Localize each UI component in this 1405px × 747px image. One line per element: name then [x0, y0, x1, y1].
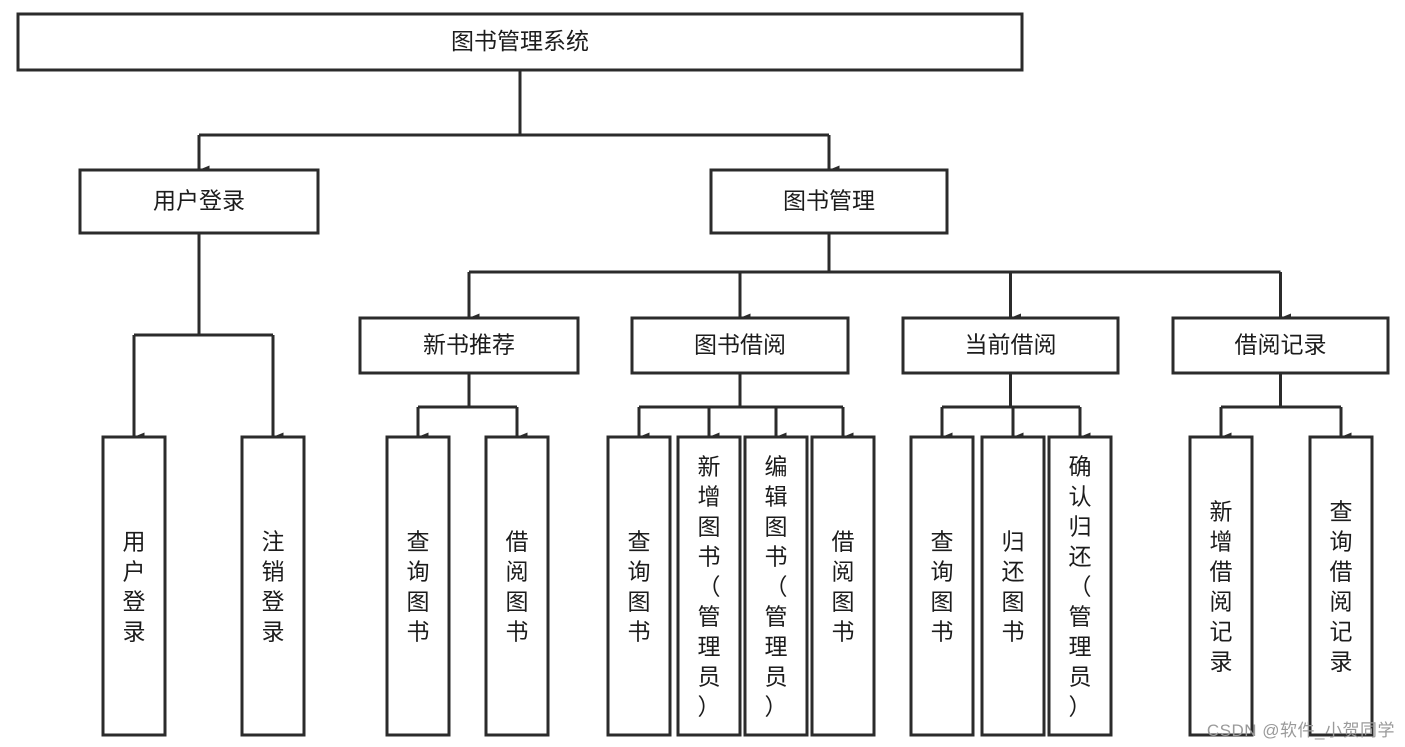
node-label-edit-book-admin: 编辑图书（管理员）: [765, 453, 788, 719]
node-box-query-book-3[interactable]: [909, 435, 975, 737]
node-box-query-book-2[interactable]: [606, 435, 672, 737]
node-label-add-book-admin: 新增图书（管理员）: [698, 453, 721, 719]
node-box-query-book-1[interactable]: [385, 435, 451, 737]
node-label-confirm-return-admin: 确认归还（管理员）: [1069, 453, 1092, 719]
node-user-login-do[interactable]: 用户登录: [101, 435, 167, 737]
node-add-borrow-record[interactable]: 新增借阅记录: [1188, 435, 1254, 737]
node-box-current-borrow[interactable]: [901, 316, 1120, 375]
node-confirm-return-admin[interactable]: 确认归还（管理员）: [1047, 435, 1113, 737]
node-label-new-book-rec: 新书推荐: [423, 332, 515, 358]
node-label-add-borrow-record: 新增借阅记录: [1210, 498, 1233, 674]
node-borrow-book-1[interactable]: 借阅图书: [484, 435, 550, 737]
node-new-book-rec[interactable]: 新书推荐: [358, 316, 580, 375]
node-layer: 图书管理系统用户登录用户登录注销登录图书管理新书推荐查询图书借阅图书图书借阅查询…: [16, 12, 1390, 737]
node-label-query-book-2: 查询图书: [628, 528, 651, 644]
node-box-borrow-record[interactable]: [1171, 316, 1390, 375]
node-label-root: 图书管理系统: [451, 28, 589, 54]
node-box-confirm-return-admin[interactable]: [1047, 435, 1113, 737]
node-box-edit-book-admin[interactable]: [743, 435, 809, 737]
node-label-user-logout: 注销登录: [262, 528, 285, 644]
node-box-borrow-book-2[interactable]: [810, 435, 876, 737]
node-box-borrow-book-1[interactable]: [484, 435, 550, 737]
node-box-add-borrow-record[interactable]: [1188, 435, 1254, 737]
node-query-borrow-record[interactable]: 查询借阅记录: [1308, 435, 1374, 737]
node-label-borrow-record: 借阅记录: [1235, 332, 1327, 358]
node-edit-book-admin[interactable]: 编辑图书（管理员）: [743, 435, 809, 737]
node-box-book-manage[interactable]: [709, 168, 949, 235]
node-box-new-book-rec[interactable]: [358, 316, 580, 375]
node-box-return-book[interactable]: [980, 435, 1046, 737]
node-label-borrow-book-1: 借阅图书: [506, 528, 529, 644]
node-book-borrow[interactable]: 图书借阅: [630, 316, 850, 375]
node-root[interactable]: 图书管理系统: [16, 12, 1024, 72]
node-box-user-login[interactable]: [78, 168, 320, 235]
node-box-query-borrow-record[interactable]: [1308, 435, 1374, 737]
node-label-book-borrow: 图书借阅: [694, 332, 786, 358]
node-label-user-login-do: 用户登录: [123, 528, 146, 644]
node-user-logout[interactable]: 注销登录: [240, 435, 306, 737]
node-label-query-borrow-record: 查询借阅记录: [1330, 498, 1353, 674]
node-label-book-manage: 图书管理: [783, 188, 875, 214]
watermark-text: CSDN @软件_小贺同学: [1206, 721, 1395, 740]
node-label-current-borrow: 当前借阅: [965, 332, 1057, 358]
node-label-query-book-3: 查询图书: [931, 528, 954, 644]
node-box-user-logout[interactable]: [240, 435, 306, 737]
node-borrow-record[interactable]: 借阅记录: [1171, 316, 1390, 375]
node-label-user-login: 用户登录: [153, 188, 245, 214]
node-query-book-3[interactable]: 查询图书: [909, 435, 975, 737]
node-label-return-book: 归还图书: [1002, 528, 1025, 644]
node-box-book-borrow[interactable]: [630, 316, 850, 375]
node-book-manage[interactable]: 图书管理: [709, 168, 949, 235]
node-add-book-admin[interactable]: 新增图书（管理员）: [676, 435, 742, 737]
node-user-login[interactable]: 用户登录: [78, 168, 320, 235]
connector-layer: [132, 70, 1352, 442]
node-query-book-2[interactable]: 查询图书: [606, 435, 672, 737]
node-box-add-book-admin[interactable]: [676, 435, 742, 737]
node-query-book-1[interactable]: 查询图书: [385, 435, 451, 737]
node-box-root[interactable]: [16, 12, 1024, 72]
node-current-borrow[interactable]: 当前借阅: [901, 316, 1120, 375]
node-return-book[interactable]: 归还图书: [980, 435, 1046, 737]
node-borrow-book-2[interactable]: 借阅图书: [810, 435, 876, 737]
node-label-query-book-1: 查询图书: [407, 528, 430, 644]
node-label-borrow-book-2: 借阅图书: [832, 528, 855, 644]
node-box-user-login-do[interactable]: [101, 435, 167, 737]
